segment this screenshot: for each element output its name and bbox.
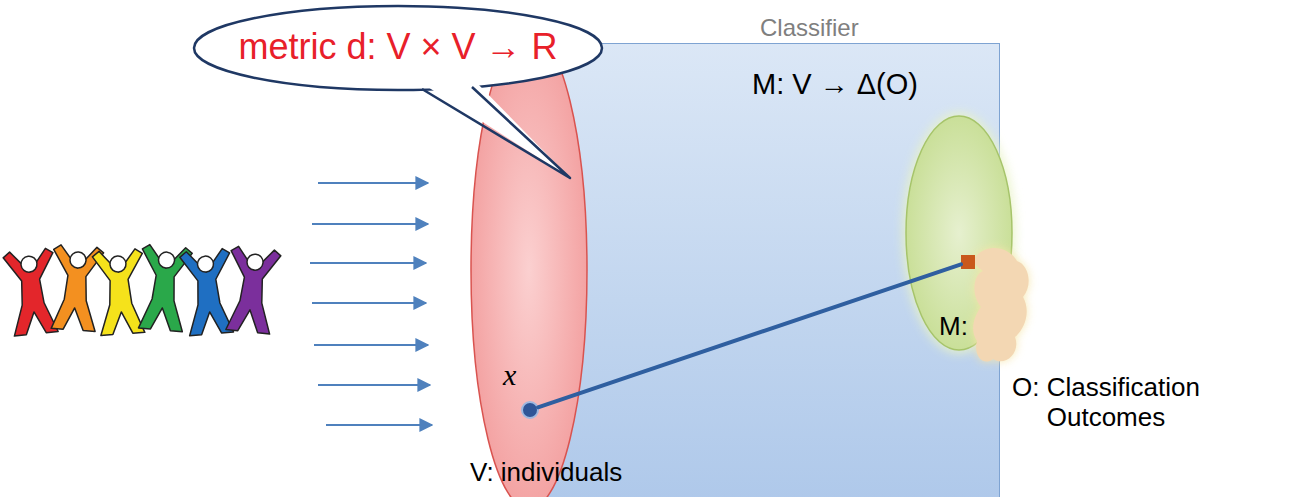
outcome-blob bbox=[973, 248, 1029, 362]
input-arrow bbox=[318, 384, 430, 386]
node-text: V: individuals bbox=[470, 458, 690, 488]
input-arrow bbox=[314, 344, 428, 346]
outcomes-set: M:O: Classification Outcomes bbox=[905, 115, 1013, 351]
input-arrow bbox=[326, 424, 432, 426]
text-slot: M: V → Δ(O) bbox=[752, 68, 972, 101]
mapping-label: M: V → Δ(O) bbox=[752, 68, 972, 101]
text-slot: metric d: V × V → R bbox=[192, 26, 604, 67]
point-label: x bbox=[503, 358, 533, 393]
input-arrows bbox=[310, 183, 432, 425]
set-ellipse bbox=[471, 31, 587, 497]
input-arrow bbox=[310, 262, 426, 264]
node-text: metric d: V × V → R bbox=[192, 26, 604, 67]
node-text: O: Classification Outcomes bbox=[990, 373, 1222, 433]
rainbow-people bbox=[3, 244, 282, 336]
blob-glow bbox=[973, 248, 1029, 362]
node-text: Classifier bbox=[760, 14, 960, 42]
input-arrow bbox=[312, 302, 426, 304]
text-slot: M: bbox=[939, 312, 979, 342]
mapping-arrow bbox=[538, 264, 961, 407]
input-arrow bbox=[318, 182, 428, 184]
outcome-point bbox=[961, 255, 975, 269]
speech-bubble: metric d: V × V → R bbox=[192, 4, 604, 92]
text-slot: O: Classification Outcomes bbox=[990, 373, 1222, 433]
text-slot: x bbox=[503, 358, 533, 393]
text-slot: V: individuals bbox=[470, 458, 690, 488]
point-dot bbox=[522, 402, 538, 418]
node-text: M: bbox=[939, 312, 979, 342]
input-arrow bbox=[312, 223, 428, 225]
text-slot: Classifier bbox=[760, 14, 960, 42]
